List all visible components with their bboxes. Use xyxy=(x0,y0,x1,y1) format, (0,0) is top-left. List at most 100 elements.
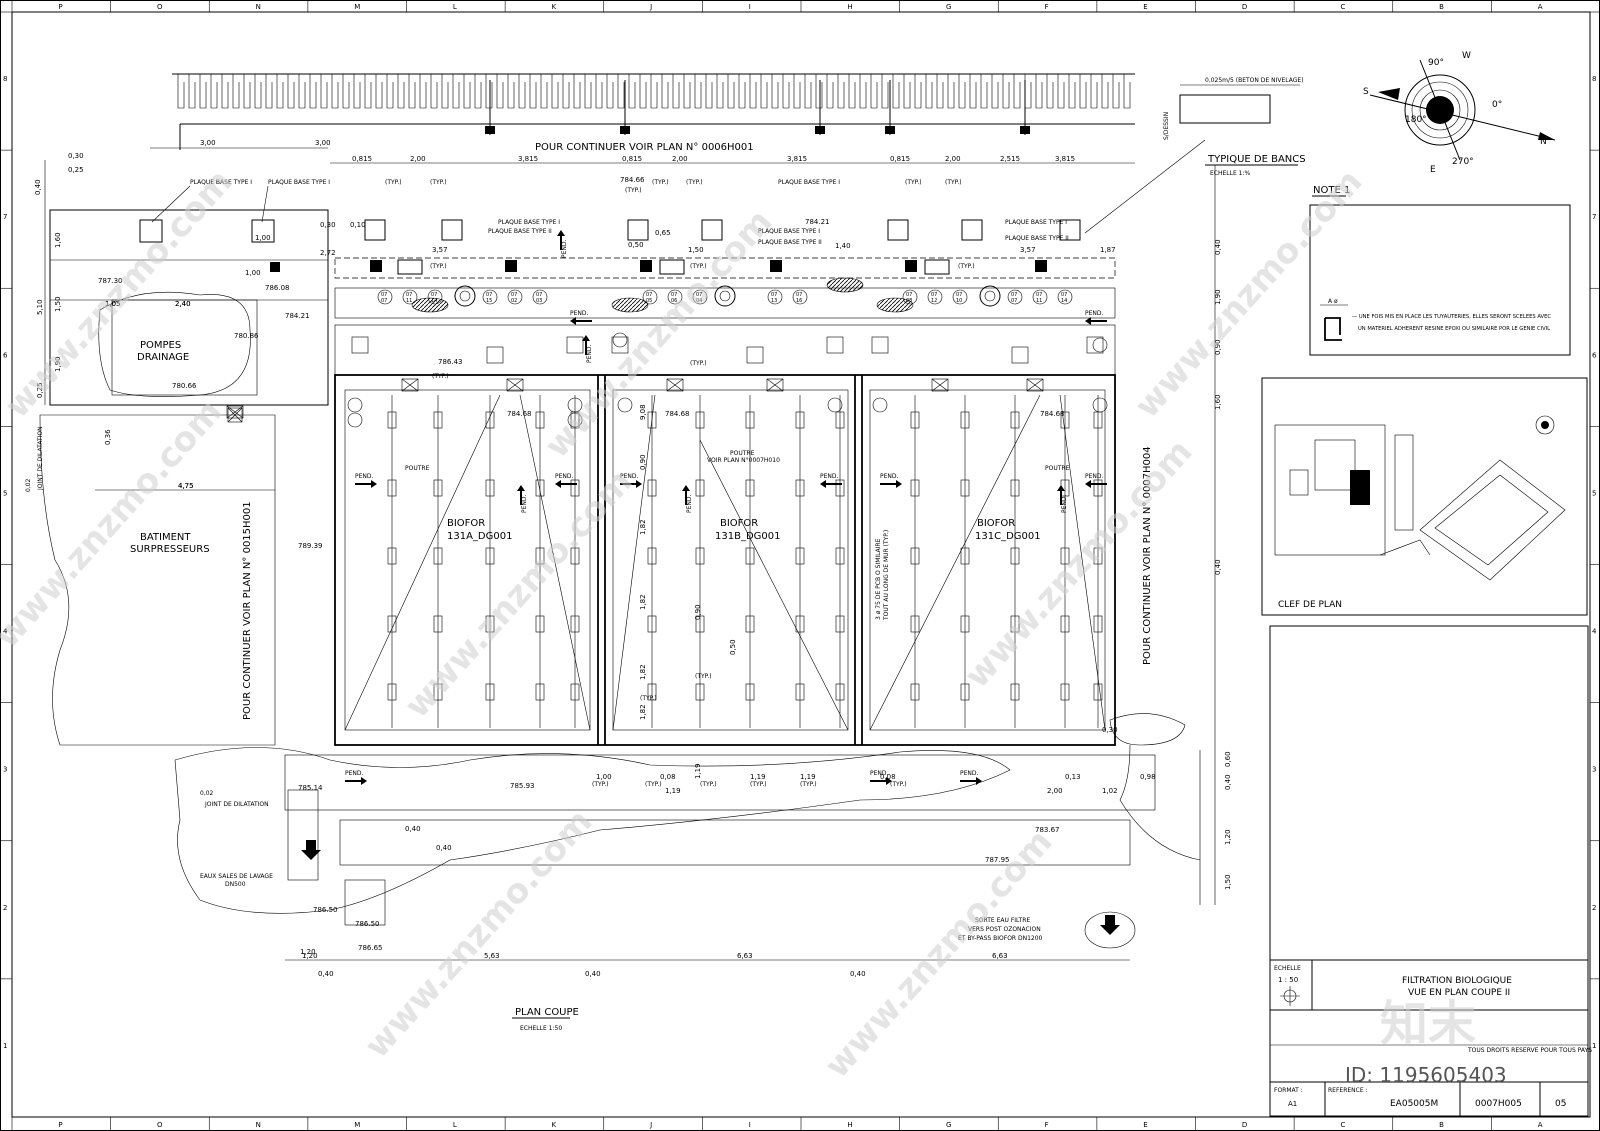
svg-text:12: 12 xyxy=(931,298,937,304)
note1-text2: UN MATERIEL ADHERENT RESINE EPOXI OU SIM… xyxy=(1358,326,1550,332)
eaux-label-1: EAUX SALES DE LAVAGE xyxy=(200,873,273,880)
elevation: 787.95 xyxy=(985,856,1010,864)
dilatation-value-b: 0,02 xyxy=(200,790,214,797)
dim: 0,40 xyxy=(585,970,601,978)
dim: 0,25 xyxy=(36,382,44,398)
keyplan-title: CLEF DE PLAN xyxy=(1278,600,1342,610)
svg-text:07: 07 xyxy=(381,298,387,304)
dim: 0,98 xyxy=(1140,773,1156,781)
column-ref: J xyxy=(649,3,652,11)
watermark-site: www.znzmo.com xyxy=(397,462,640,726)
column-ref: I xyxy=(749,3,751,11)
dim: 0,40 xyxy=(34,179,42,195)
svg-text:16: 16 xyxy=(796,298,802,304)
compass-90: 90° xyxy=(1428,58,1444,68)
dim: 5,10 xyxy=(36,299,44,315)
equipment-tag xyxy=(642,289,658,305)
svg-text:13: 13 xyxy=(771,298,777,304)
dim: 1,19 xyxy=(665,787,681,795)
biofor-c-2: 131C_DG001 xyxy=(975,531,1041,542)
plan-title-scale: ECHELLE 1:50 xyxy=(520,1025,562,1032)
equipment-tag xyxy=(1032,289,1048,305)
dim: 0,30 xyxy=(68,152,84,160)
column-ref: E xyxy=(1143,3,1147,11)
svg-text:07: 07 xyxy=(1011,292,1017,298)
plaque-base xyxy=(1059,219,1081,241)
equipment-tag xyxy=(1007,289,1023,305)
svg-text:14: 14 xyxy=(1061,298,1067,304)
column-ref: O xyxy=(157,3,163,11)
dim: 2,515 xyxy=(1000,155,1020,163)
slope-arrow xyxy=(960,777,982,785)
svg-text:07: 07 xyxy=(956,292,962,298)
column-ref: J xyxy=(649,1121,652,1129)
reference-value: EA05005M xyxy=(1390,1099,1438,1109)
column-ref: B xyxy=(1439,1121,1444,1129)
typ-label: (TYP.) xyxy=(686,179,703,186)
elevation: 786.50 xyxy=(313,906,338,914)
watermark-id: ID: 1195605403 xyxy=(1345,1063,1507,1087)
pend-label: PEND. xyxy=(1061,494,1068,513)
dim: 0,40 xyxy=(1214,239,1222,255)
dim: 1,05 xyxy=(105,300,121,308)
lower-channel: 785.14 785.93 783.67 787.95 786.50 786.5… xyxy=(174,747,1156,952)
svg-text:11: 11 xyxy=(1036,298,1042,304)
dim: 1,60 xyxy=(1214,394,1222,410)
dim: 6,63 xyxy=(992,952,1008,960)
equipment-tag xyxy=(767,289,783,305)
pend-label: PEND. xyxy=(1085,310,1104,317)
support-pad xyxy=(905,260,917,272)
slope-arrow xyxy=(345,777,367,785)
svg-text:05: 05 xyxy=(646,298,652,304)
dim: 0,40 xyxy=(850,970,866,978)
biofor-filters: BIOFOR 131A_DG001 BIOFOR 131B_DG001 BIOF… xyxy=(334,176,1153,785)
pcb-note-2: TOUT AU LONG DE MUR (TYP.) xyxy=(883,530,890,621)
dim: 9,08 xyxy=(639,404,647,420)
biofor-b-1: BIOFOR xyxy=(720,518,758,529)
elevation: 785.14 xyxy=(298,784,323,792)
batiment-label-2: SURPRESSEURS xyxy=(130,544,210,555)
dim: 1,19 xyxy=(750,773,766,781)
watermarks: www.znzmo.com www.znzmo.com www.znzmo.co… xyxy=(0,162,1507,1087)
dim: 1,82 xyxy=(639,704,647,720)
dim: 0,50 xyxy=(729,639,737,655)
dim: 0,90 xyxy=(694,604,702,620)
column-ref: E xyxy=(1143,1121,1147,1129)
typ-label: (TYP.) xyxy=(385,179,402,186)
row-ref: 4 xyxy=(1592,628,1597,636)
dim: 0,60 xyxy=(1224,751,1232,767)
reference-label: REFERENCE : xyxy=(1328,1087,1368,1094)
row-ref: 2 xyxy=(1592,904,1596,912)
dim: 5,63 xyxy=(484,952,500,960)
dim: 1,00 xyxy=(255,234,271,242)
plaque-label: PLAQUE BASE TYPE II xyxy=(758,239,822,246)
key-plan: CLEF DE PLAN xyxy=(1261,377,1588,616)
dim: 3,57 xyxy=(1020,246,1036,254)
dim: 1,60 xyxy=(54,232,62,248)
continue-right-note: POUR CONTINUER VOIR PLAN N° 0007H004 xyxy=(1142,446,1153,665)
equipment-tag xyxy=(507,289,523,305)
watermark-logo: 知末 xyxy=(1380,996,1476,1052)
dim: 0,815 xyxy=(352,155,372,163)
batiment-label-1: BATIMENT xyxy=(140,532,191,543)
title-line-2: VUE EN PLAN COUPE II xyxy=(1408,988,1510,998)
elevation: 780.66 xyxy=(172,382,197,390)
note1-text1: — UNE FOIS MIS EN PLACE LES TUYAUTERIES,… xyxy=(1352,314,1551,320)
slope-arrow xyxy=(570,317,592,325)
pend-label: PEND. xyxy=(561,239,568,258)
revision-number: 05 xyxy=(1555,1099,1566,1109)
left-section: POMPES DRAINAGE 787.30 786.08 784.21 780… xyxy=(49,179,330,406)
typ-label: (TYP.) xyxy=(430,179,447,186)
dim: 0,40 xyxy=(1224,774,1232,790)
column-ref: F xyxy=(1045,3,1049,11)
watermark-site: www.znzmo.com xyxy=(0,162,240,426)
column-ref: L xyxy=(453,1121,457,1129)
svg-text:06: 06 xyxy=(671,298,677,304)
equipment-tag xyxy=(667,289,683,305)
typ-label: (TYP.) xyxy=(945,179,962,186)
elevation: 784.68 xyxy=(507,410,532,418)
format-label: FORMAT : xyxy=(1274,1087,1303,1094)
column-ref: M xyxy=(354,1121,360,1129)
elevation: 787.30 xyxy=(98,277,123,285)
